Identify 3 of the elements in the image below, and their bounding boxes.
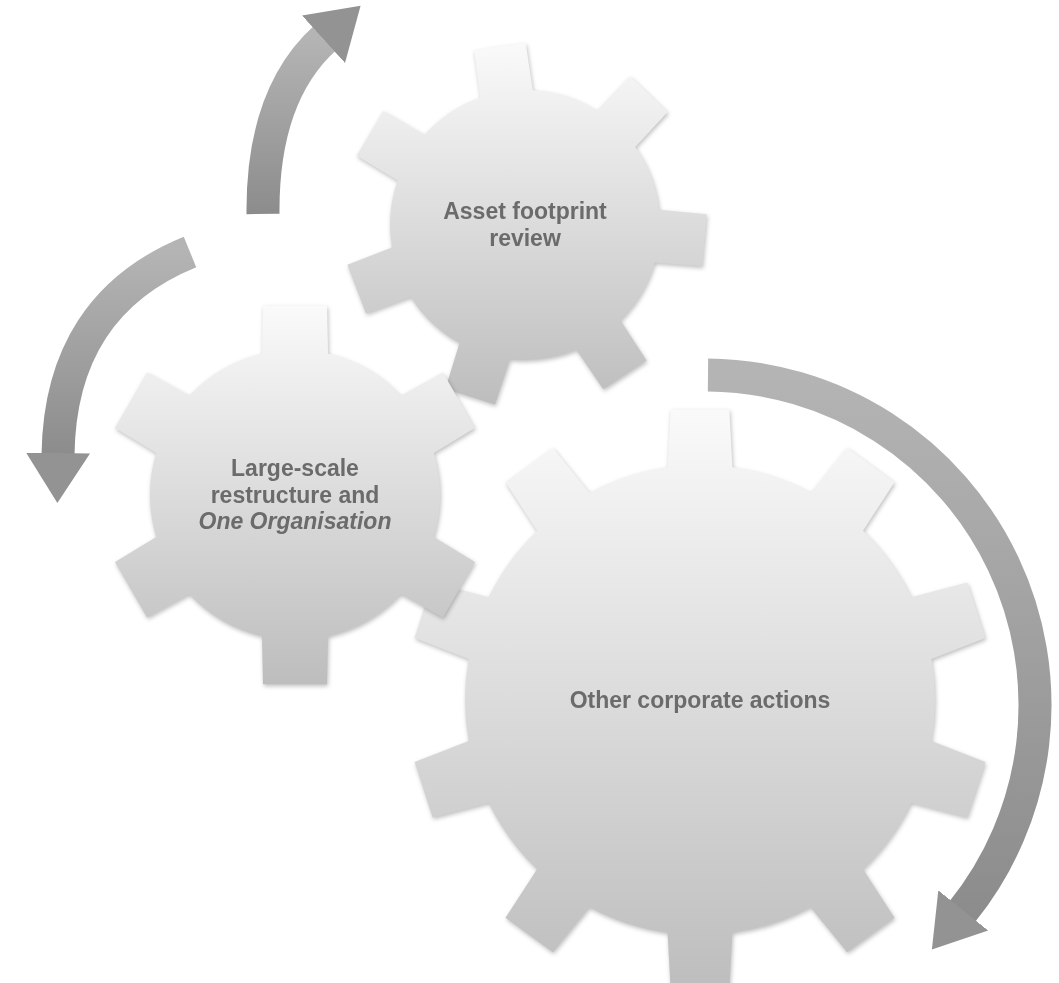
gear-label: Large-scale restructure and One Organisation xyxy=(197,455,393,535)
gear-label: Asset footprint review xyxy=(442,198,608,252)
gear-label: Other corporate actions xyxy=(568,686,832,714)
